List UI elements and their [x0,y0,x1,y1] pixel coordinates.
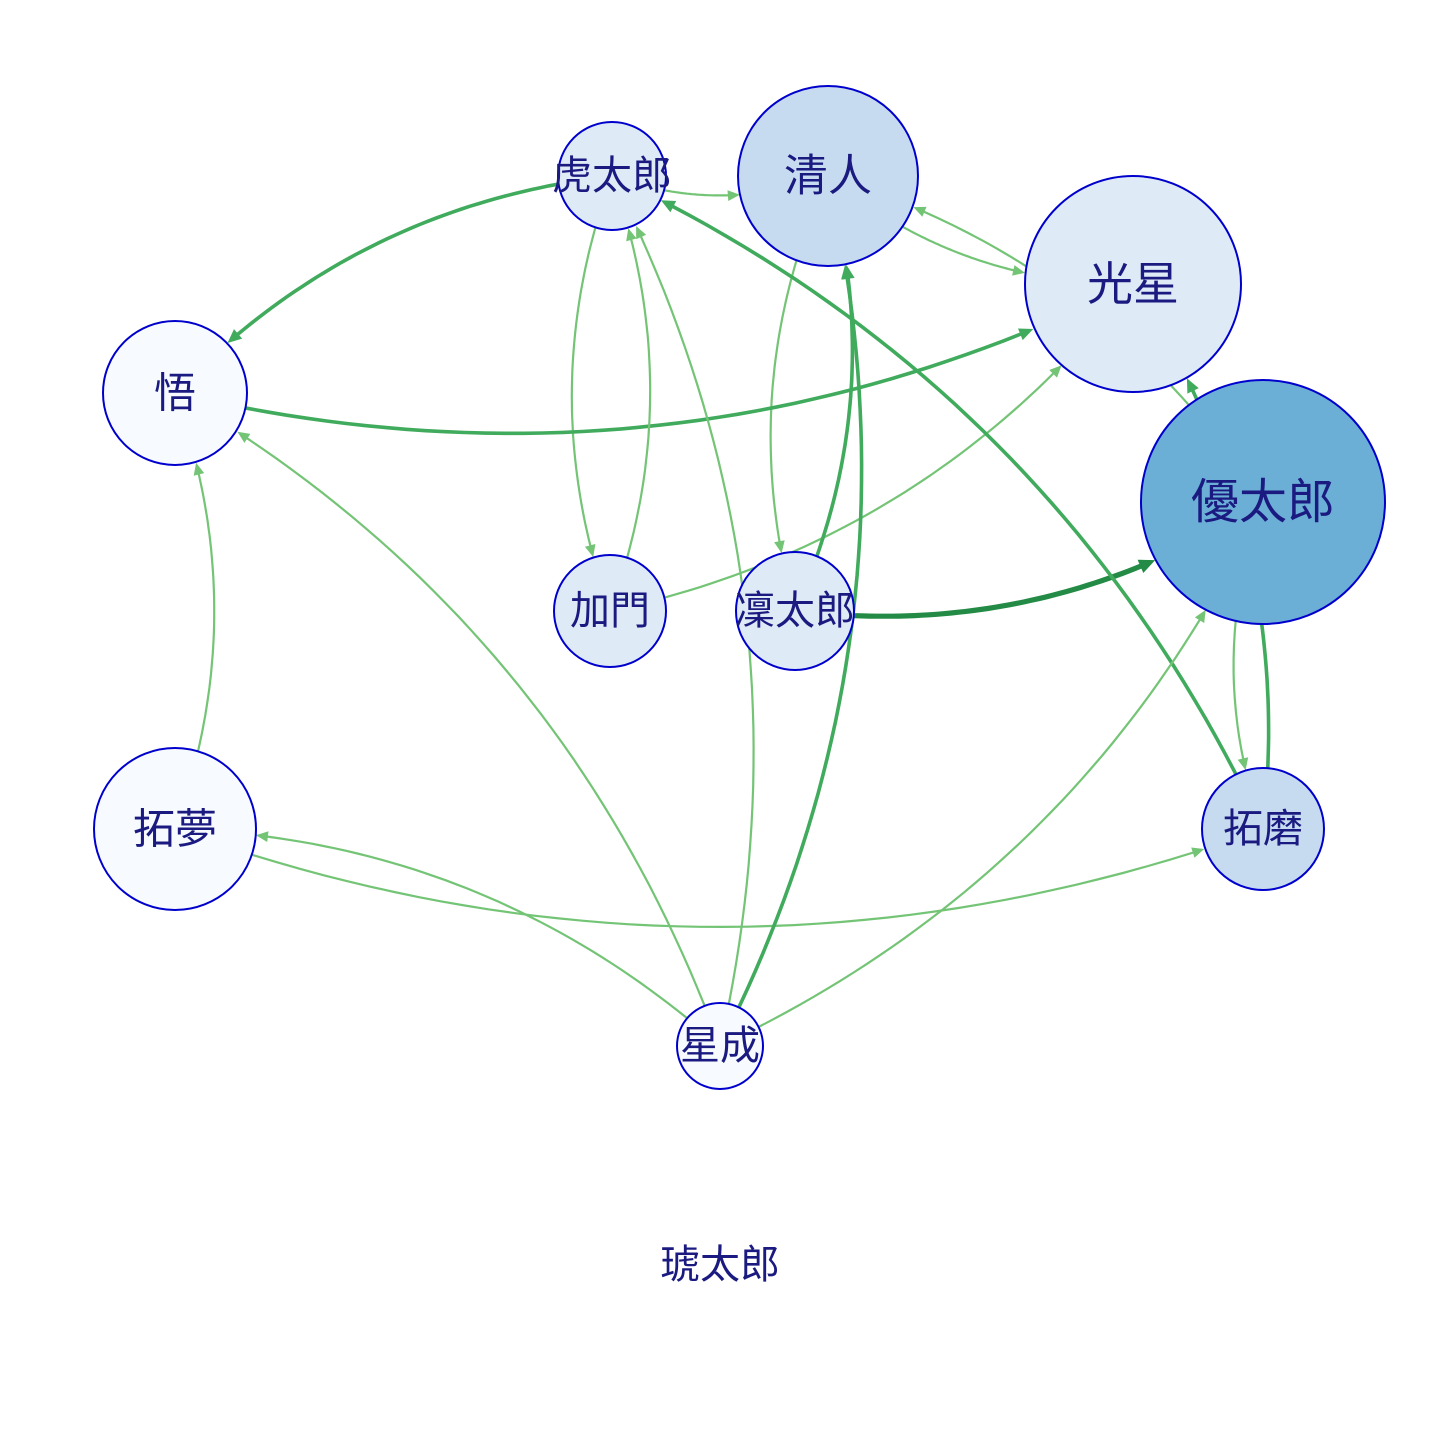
node-circle-yuta [1140,379,1386,625]
node-tora[interactable]: 虎太郎 [552,121,672,231]
edge-rinta-to-kiyo [815,274,855,558]
edge-kiyo-to-rinta [769,260,798,545]
node-label-kiyo: 清人 [784,151,872,202]
edge-rinta-to-yuta [851,562,1146,619]
edge-kamon-to-kosei [664,371,1056,599]
edge-kamon-to-tora [626,236,652,559]
edge-seina-to-takumu [264,835,689,1020]
node-circle-rinta [735,551,855,671]
node-circle-kiyo [737,85,919,267]
node-label-kotaro: 琥太郎 [660,1242,780,1288]
edge-takumu-to-takuma [252,851,1195,929]
node-circle-seina [676,1002,764,1090]
node-label-takumu: 拓夢 [133,805,217,854]
node-label-kamon: 加門 [570,588,650,634]
node-kiyo[interactable]: 清人 [737,85,919,267]
arrowhead-seina-to-satoru [237,431,251,443]
edge-takumu-to-satoru [197,471,216,752]
node-label-seina: 星成 [680,1023,760,1069]
node-label-rinta: 凜太郎 [735,588,855,634]
arrowhead-takuma-to-kosei [1186,378,1199,394]
node-circle-takuma [1201,767,1325,891]
node-label-kosei: 光星 [1087,257,1179,311]
node-rinta[interactable]: 凜太郎 [735,551,855,671]
edge-seina-to-kiyo [737,275,864,1008]
node-circle-kamon [553,554,667,668]
arrowhead-takumu-to-takuma [1191,847,1205,858]
edge-yuta-to-takuma [1232,619,1245,762]
node-satoru[interactable]: 悟 [102,320,248,466]
edge-seina-to-yuta [758,618,1202,1028]
node-kosei[interactable]: 光星 [1024,175,1242,393]
arrowhead-seina-to-yuta [1194,609,1206,623]
edge-kiyo-to-kosei [901,225,1017,272]
node-circle-tora [557,121,667,231]
node-takuma[interactable]: 拓磨 [1201,767,1325,891]
node-circle-kosei [1024,175,1242,393]
arrowhead-yuta-to-kiyo [913,206,927,217]
arrowhead-kamon-to-kosei [1049,365,1062,378]
edge-tora-to-kiyo [663,189,732,197]
arrowhead-yuta-to-takuma [1237,757,1249,771]
node-circle-satoru [102,320,248,466]
node-takumu[interactable]: 拓夢 [93,747,257,911]
edge-tora-to-satoru [234,182,561,338]
arrowhead-tora-to-kamon [584,544,596,557]
node-label-satoru: 悟 [154,369,196,418]
edge-takuma-to-tora [669,203,1238,776]
arrowhead-seina-to-tora [636,226,647,240]
arrowhead-kiyo-to-kosei [1012,265,1025,276]
node-seina[interactable]: 星成 [676,1002,764,1090]
edge-satoru-to-kosei [244,331,1025,436]
arrowhead-rinta-to-yuta [1137,559,1156,573]
node-label-tora: 虎太郎 [552,153,672,199]
arrowhead-takuma-to-tora [660,200,677,213]
edge-tora-to-kamon [570,227,597,549]
node-label-yuta: 優太郎 [1191,474,1335,530]
arrowhead-takumu-to-satoru [193,462,205,476]
node-label-takuma: 拓磨 [1223,806,1303,852]
arrowhead-seina-to-kiyo [841,264,854,280]
arrowhead-tora-to-satoru [227,329,243,343]
node-kamon[interactable]: 加門 [553,554,667,668]
node-circle-takumu [93,747,257,911]
arrowhead-kiyo-to-rinta [774,540,785,554]
arrowhead-satoru-to-kosei [1018,328,1034,341]
node-yuta[interactable]: 優太郎 [1140,379,1386,625]
edge-seina-to-satoru [245,436,706,1007]
arrowhead-seina-to-takumu [255,831,269,842]
arrowhead-tora-to-kiyo [727,190,740,201]
arrowhead-kamon-to-tora [626,228,637,242]
node-kotaro[interactable]: 琥太郎 [660,1242,780,1288]
